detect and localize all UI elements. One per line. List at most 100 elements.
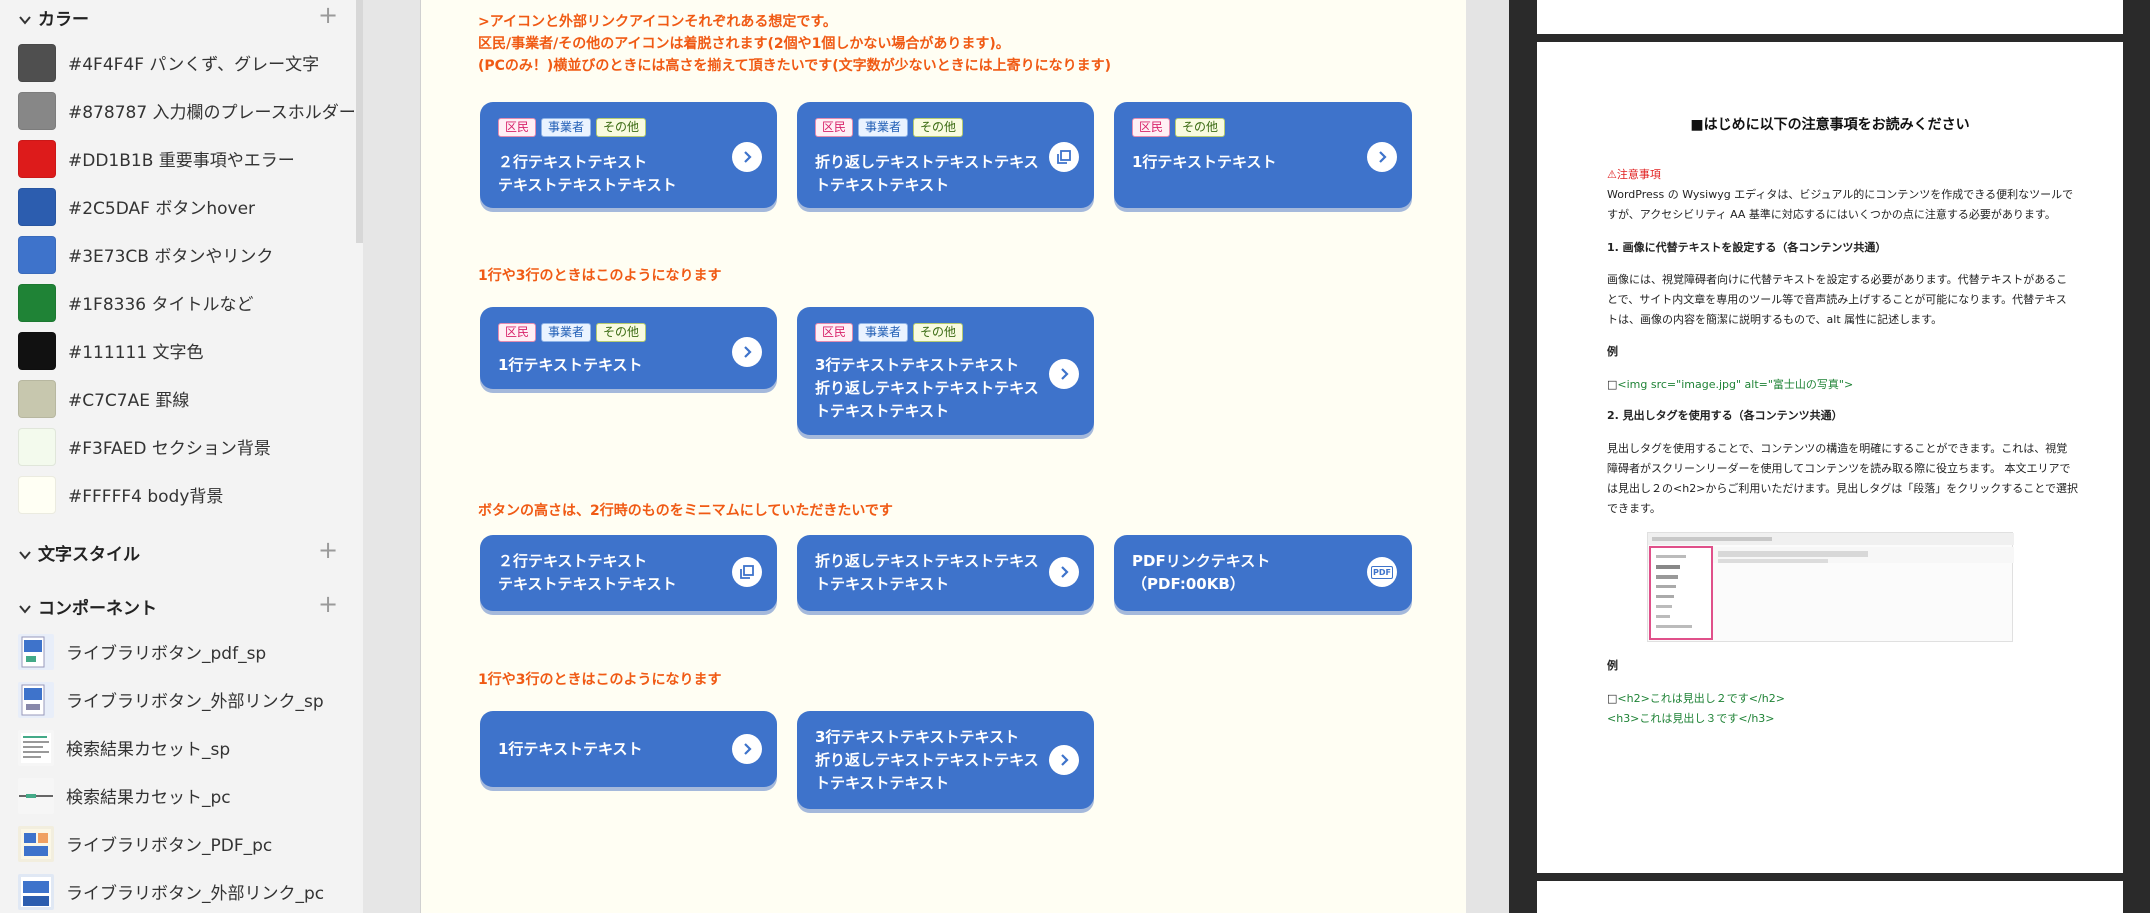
color-swatch (18, 236, 56, 274)
color-swatch (18, 44, 56, 82)
button-text: ２行テキストテキスト テキストテキストテキスト (498, 153, 677, 194)
tag-resident: 区民 (1132, 118, 1171, 137)
annotation-note: (PCのみ！)横並びのときには高さを揃えて頂きたいです(文字数が少ないときには上… (478, 58, 1112, 74)
checkbox-icon: □ (1607, 692, 1618, 705)
component-thumbnail (18, 826, 54, 862)
component-section-label: コンポーネント (38, 599, 157, 619)
tag-other: その他 (596, 323, 647, 342)
tag-resident: 区民 (815, 118, 854, 137)
button-text: 1行テキストテキスト (1132, 153, 1277, 171)
component-item[interactable]: ライブラリボタン_PDF_pc (0, 818, 356, 866)
tag-other: その他 (913, 118, 964, 137)
canvas-margin (1466, 0, 1509, 913)
tag-business: 事業者 (541, 118, 592, 137)
component-thumbnail (18, 634, 54, 670)
chevron-right-icon (1049, 359, 1079, 389)
code-example: □<img src="image.jpg" alt="富士山の写真"> (1607, 375, 1853, 395)
doc-paragraph: できます。 (1607, 502, 1661, 515)
document-page (1537, 0, 2123, 34)
caution-label: ⚠注意事項 (1607, 168, 1661, 181)
color-swatch-row[interactable]: #1F8336 タイトルなど (0, 277, 356, 325)
color-label: #C7C7AE 罫線 (68, 391, 190, 411)
doc-paragraph: WordPress の Wysiwyg エディタは、ビジュアル的にコンテンツを作… (1607, 188, 2074, 201)
sidebar-scrollbar[interactable] (356, 0, 363, 243)
doc-paragraph: 見出しタグを使用することで、コンテンツの構造を明確にすることができます。これは、… (1607, 442, 2068, 455)
add-component-icon[interactable]: + (318, 590, 339, 618)
library-button[interactable]: 区民 事業者 その他 折り返しテキストテキストテキス トテキストテキスト (797, 102, 1094, 208)
component-label: ライブラリボタン_pdf_sp (66, 644, 267, 664)
component-item[interactable]: ライブラリボタン_pdf_sp (0, 626, 356, 674)
add-text-style-icon[interactable]: + (318, 536, 339, 564)
doc-paragraph: 画像には、視覚障碍者向けに代替テキストを設定する必要があります。代替テキストがあ… (1607, 273, 2068, 286)
tag-other: その他 (1175, 118, 1226, 137)
color-label: #DD1B1B 重要事項やエラー (68, 151, 295, 171)
canvas-gutter (363, 0, 421, 913)
component-item[interactable]: 検索結果カセット_sp (0, 722, 356, 770)
annotation-note: ボタンの高さは、2行時のものをミニマムにしていただきたいです (478, 503, 893, 519)
library-button[interactable]: 区民 事業者 その他 3行テキストテキストテキスト 折り返しテキストテキストテキ… (797, 307, 1094, 435)
chevron-down-icon[interactable] (16, 600, 34, 618)
library-button[interactable]: 区民 事業者 その他 ２行テキストテキスト テキストテキストテキスト (480, 102, 777, 208)
annotation-note: 1行や3行のときはこのようになります (478, 672, 722, 688)
annotation-note: 区民/事業者/その他のアイコンは着脱されます(2個や1個しかない場合があります)… (478, 36, 1010, 52)
tag-resident: 区民 (815, 323, 854, 342)
component-thumbnail (18, 778, 54, 814)
color-swatch-row[interactable]: #4F4F4F パンくず、グレー文字 (0, 37, 356, 85)
chevron-right-icon (732, 142, 762, 172)
button-text: 3行テキストテキストテキスト 折り返しテキストテキストテキス トテキストテキスト (815, 356, 1039, 420)
chevron-down-icon[interactable] (16, 11, 34, 29)
color-swatch (18, 428, 56, 466)
color-swatch (18, 284, 56, 322)
color-swatch-row[interactable]: #F3FAED セクション背景 (0, 421, 356, 469)
component-section-header[interactable]: コンポーネント + (0, 589, 356, 629)
color-swatch (18, 380, 56, 418)
code-example: <h3>これは見出し３です</h3> (1607, 712, 1775, 725)
chevron-down-icon[interactable] (16, 546, 34, 564)
color-swatch-row[interactable]: #111111 文字色 (0, 325, 356, 373)
document-page (1537, 881, 2123, 913)
color-swatch-row[interactable]: #DD1B1B 重要事項やエラー (0, 133, 356, 181)
color-swatch-row[interactable]: #C7C7AE 罫線 (0, 373, 356, 421)
tag-other: その他 (596, 118, 647, 137)
color-swatch-row[interactable]: #878787 入力欄のプレースホルダー (0, 85, 356, 133)
component-item[interactable]: 検索結果カセット_pc (0, 770, 356, 818)
button-text: 1行テキストテキスト (498, 740, 643, 758)
annotation-note: >アイコンと外部リンクアイコンそれぞれある想定です。 (478, 14, 837, 30)
color-swatch-row[interactable]: #FFFFF4 body背景 (0, 469, 356, 517)
code-text: <img src="image.jpg" alt="富士山の写真"> (1617, 378, 1854, 391)
component-label: ライブラリボタン_PDF_pc (66, 836, 273, 856)
color-section-header[interactable]: カラー + (0, 0, 356, 40)
chevron-right-icon (1367, 142, 1397, 172)
tag-resident: 区民 (498, 323, 537, 342)
component-item[interactable]: ライブラリボタン_外部リンク_pc (0, 866, 356, 913)
doc-paragraph: すが、アクセシビリティ AA 基準に対応するにはいくつかの点に注意する必要があり… (1607, 208, 2056, 221)
code-example: □<h2>これは見出し２です</h2> (1607, 689, 1785, 709)
button-text: 折り返しテキストテキストテキス トテキストテキスト (815, 153, 1039, 194)
library-button[interactable]: 折り返しテキストテキストテキス トテキストテキスト (797, 535, 1094, 611)
component-thumbnail (18, 682, 54, 718)
color-swatch-row[interactable]: #3E73CB ボタンやリンク (0, 229, 356, 277)
color-swatch (18, 188, 56, 226)
text-style-section-header[interactable]: 文字スタイル + (0, 535, 356, 575)
doc-paragraph: 障碍者がスクリーンリーダーを使用してコンテンツを読み取る際に役立ちます。 本文エ… (1607, 462, 2071, 475)
library-button[interactable]: 区民 その他 1行テキストテキスト (1114, 102, 1412, 208)
library-button[interactable]: 1行テキストテキスト (480, 711, 777, 787)
library-button[interactable]: 区民 事業者 その他 1行テキストテキスト (480, 307, 777, 389)
library-button[interactable]: ２行テキストテキスト テキストテキストテキスト (480, 535, 777, 611)
annotation-note: 1行や3行のときはこのようになります (478, 268, 722, 284)
color-swatch-row[interactable]: #2C5DAF ボタンhover (0, 181, 356, 229)
document-title: ■はじめに以下の注意事項をお読みください (1690, 117, 1970, 133)
library-button[interactable]: 3行テキストテキストテキスト 折り返しテキストテキストテキス トテキストテキスト (797, 711, 1094, 809)
chevron-right-icon (1049, 745, 1079, 775)
document-page (1537, 42, 2123, 873)
pdf-icon-label: PDF (1371, 565, 1393, 579)
example-label: 例 (1607, 659, 1618, 672)
color-swatch (18, 140, 56, 178)
add-color-icon[interactable]: + (318, 1, 339, 29)
button-text: ２行テキストテキスト テキストテキストテキスト (498, 552, 677, 593)
component-item[interactable]: ライブラリボタン_外部リンク_sp (0, 674, 356, 722)
doc-heading: 1. 画像に代替テキストを設定する（各コンテンツ共通） (1607, 241, 1887, 254)
color-label: #3E73CB ボタンやリンク (68, 247, 274, 267)
color-section-label: カラー (38, 10, 89, 30)
library-button[interactable]: PDFリンクテキスト （PDF:00KB） PDF (1114, 535, 1412, 611)
